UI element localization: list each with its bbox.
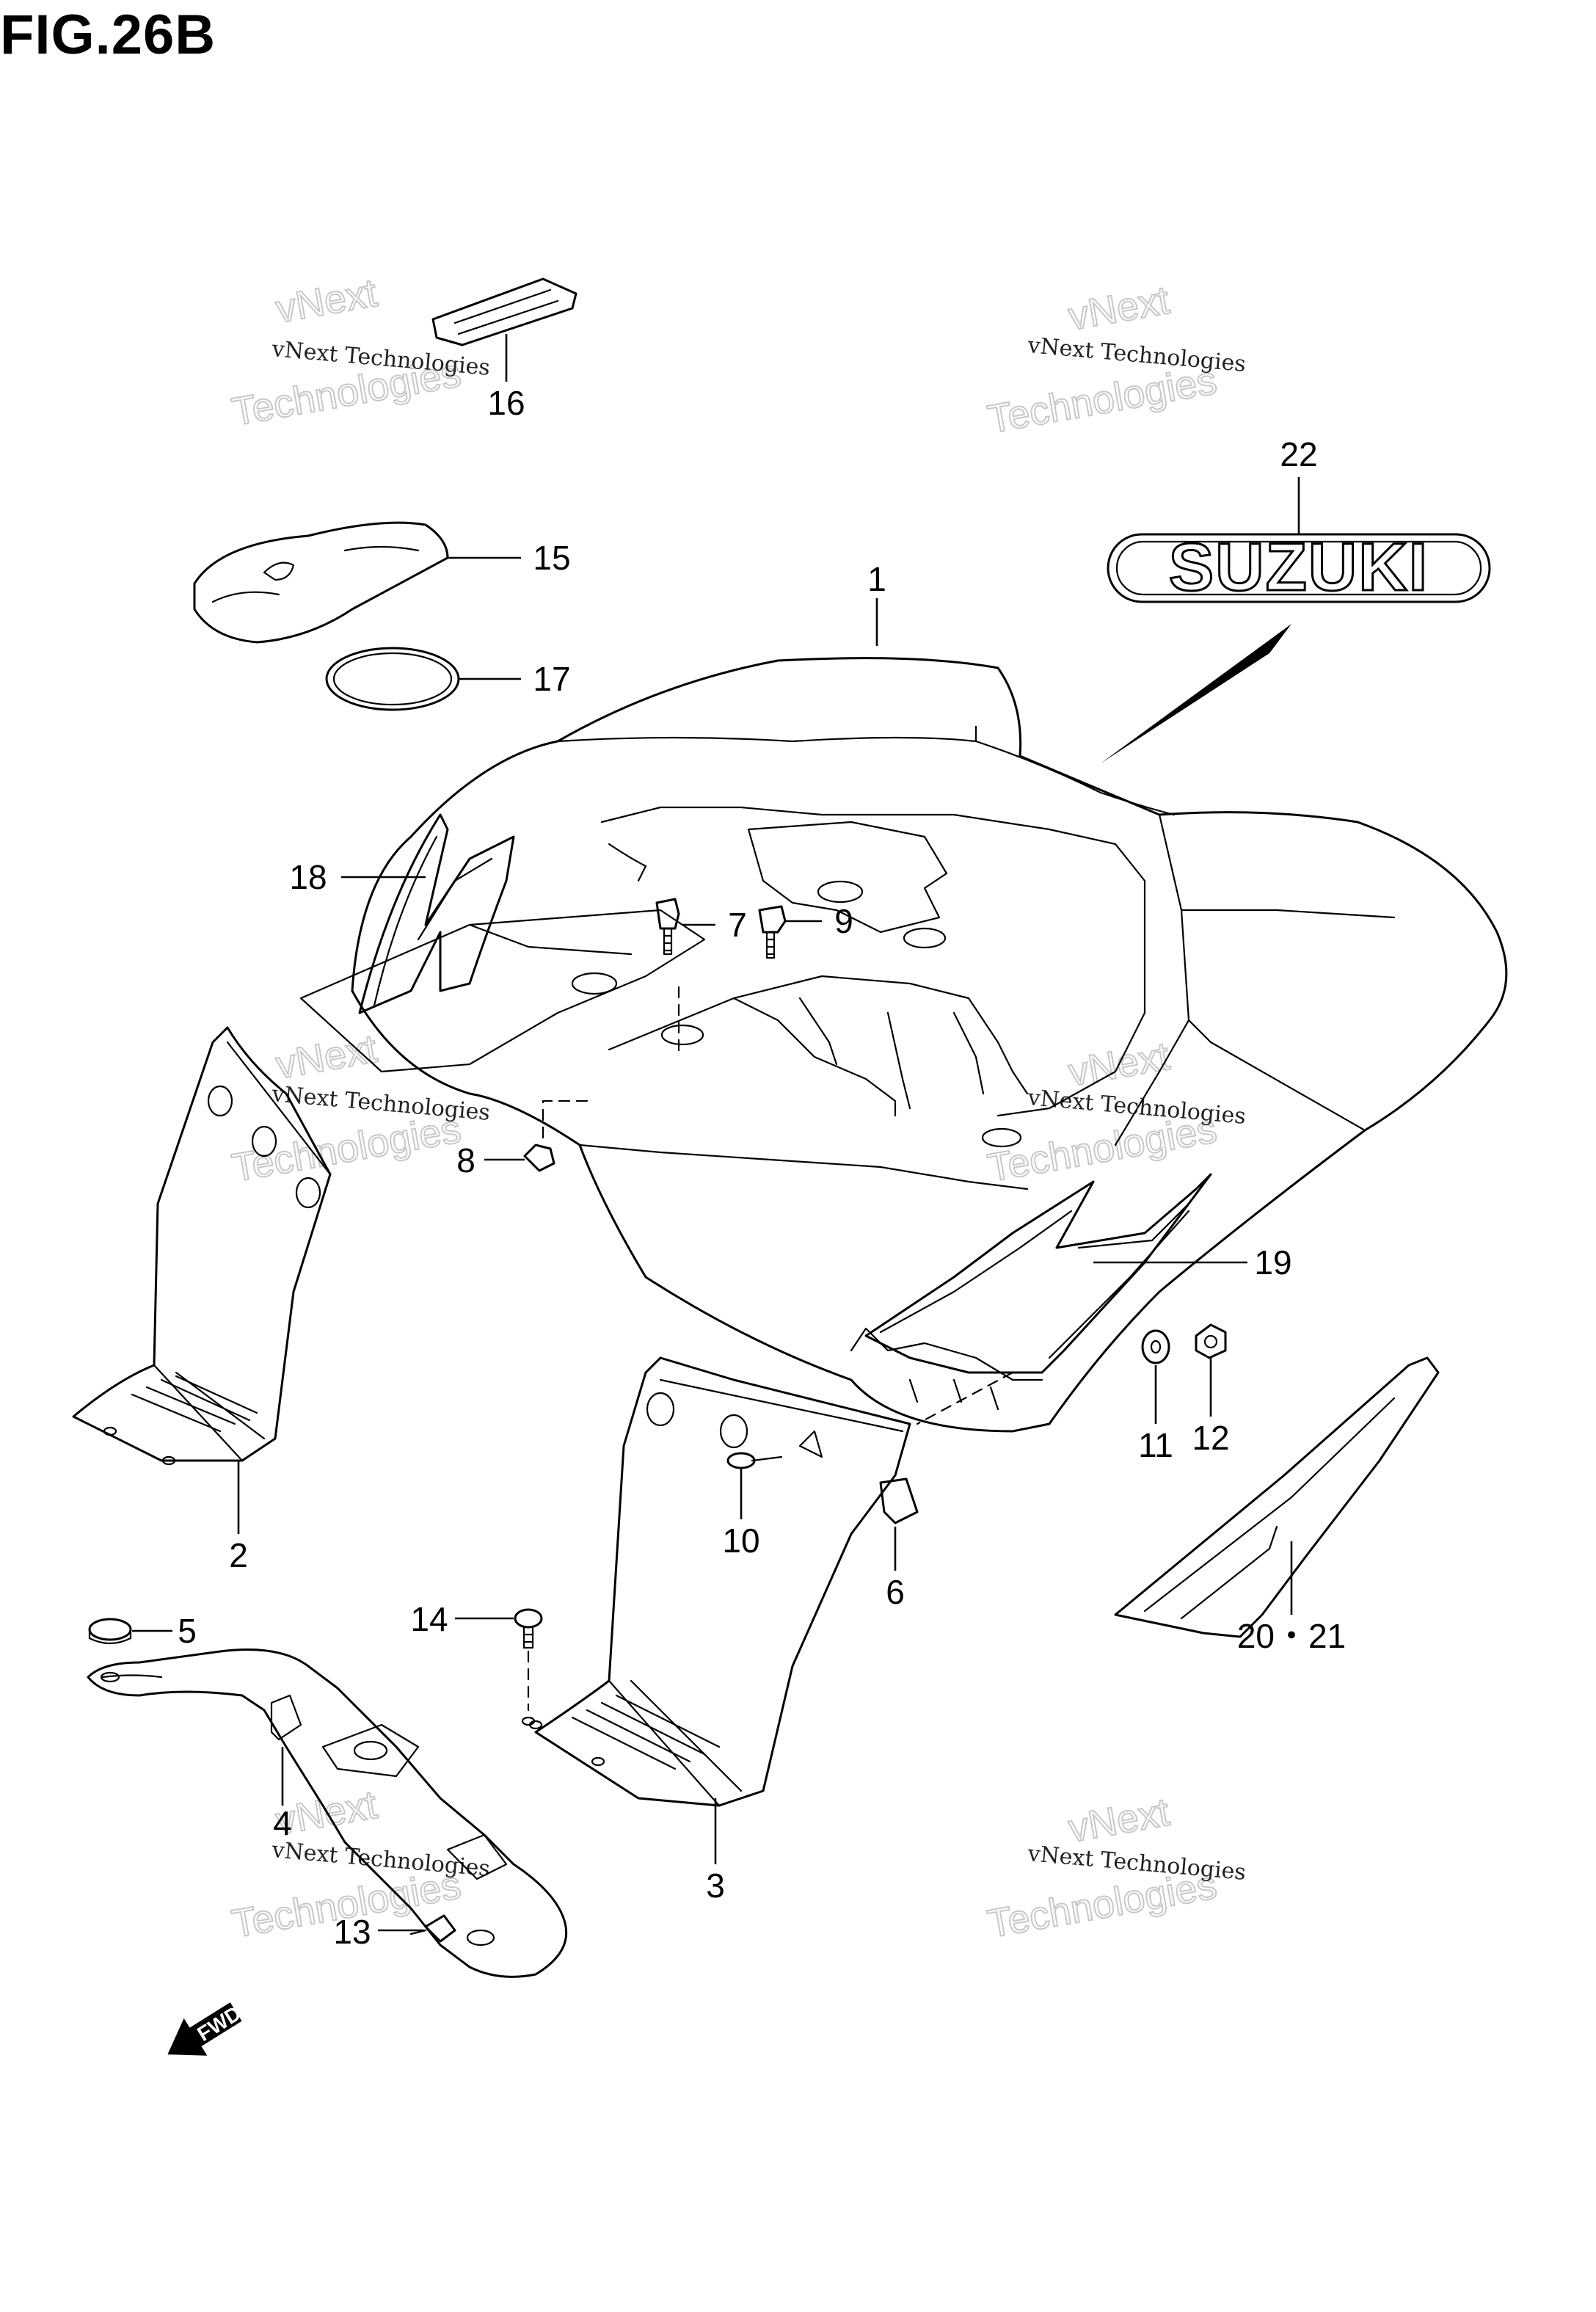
callout-5: 5 [178,1612,197,1650]
part-20-21-tail-decal[interactable] [1114,1356,1440,1638]
part-14-screw[interactable] [455,1608,543,1726]
svg-text:vNext Technologies: vNext Technologies [270,1081,491,1126]
callout-20-21: 20・21 [1237,1617,1346,1655]
part-22-suzuki-emblem[interactable]: SUZUKI [1107,477,1491,606]
figure-title: FIG.26B [0,4,216,66]
fwd-arrow-icon: FWD [167,2002,245,2056]
part-6-clip[interactable] [879,1477,919,1571]
svg-text:vNext: vNext [273,271,380,332]
part-12-nut[interactable] [1195,1323,1227,1417]
callout-labels: 1 2 3 4 5 6 7 8 9 10 11 12 13 14 15 16 1… [178,384,1346,1951]
callout-15: 15 [533,539,570,577]
callout-2: 2 [229,1536,248,1574]
callout-7: 7 [728,906,747,944]
callout-3: 3 [706,1866,725,1905]
part-17-ring[interactable] [325,647,521,711]
part-5-cap[interactable] [88,1618,172,1645]
callout-12: 12 [1192,1419,1229,1457]
svg-text:vNext Technologies: vNext Technologies [1026,332,1247,377]
svg-text:vNext: vNext [1065,1790,1173,1851]
callout-10: 10 [722,1522,759,1560]
emblem-pointer [1101,624,1291,763]
callout-1: 1 [867,560,886,598]
fwd-label: FWD [193,2002,245,2046]
part-8-nut[interactable] [484,1144,555,1172]
part-18-left-decal[interactable] [341,813,515,1014]
svg-text:vNext: vNext [1065,278,1173,339]
svg-text:vNext: vNext [273,1027,380,1088]
part-19-right-decal[interactable] [864,1173,1247,1374]
part-10-screw[interactable] [726,1452,783,1519]
part-16-pad[interactable] [431,277,577,382]
part-13-bolt[interactable] [378,1914,456,1943]
part-7-bolt[interactable] [655,898,715,956]
part-2-left-panel[interactable] [72,1026,332,1534]
watermark-top-left: vNext Technologies vNext Technologies [228,270,492,435]
callout-11: 11 [1138,1426,1173,1464]
watermark-bottom-right: vNext Technologies vNext Technologies [984,1789,1247,1947]
callout-14: 14 [410,1600,448,1638]
callout-18: 18 [289,858,327,896]
callout-16: 16 [487,384,525,422]
part-15-seat-pad[interactable] [193,521,521,644]
part-4-grab-bar[interactable] [87,1648,568,1978]
callout-6: 6 [886,1573,905,1611]
callout-4: 4 [273,1804,292,1842]
brand-emblem-text: SUZUKI [1169,530,1429,605]
part-9-bolt[interactable] [758,905,822,959]
callout-22: 22 [1280,435,1317,473]
part-11-washer[interactable] [1141,1329,1170,1424]
part-1-rear-fender[interactable] [299,598,1508,1433]
callout-17: 17 [533,660,570,698]
callout-8: 8 [456,1141,475,1179]
callout-9: 9 [834,902,853,940]
part-3-right-panel[interactable] [528,1356,911,1864]
watermark-top-right: vNext Technologies vNext Technologies [984,277,1247,443]
callout-13: 13 [333,1913,371,1951]
callout-19: 19 [1254,1243,1291,1282]
